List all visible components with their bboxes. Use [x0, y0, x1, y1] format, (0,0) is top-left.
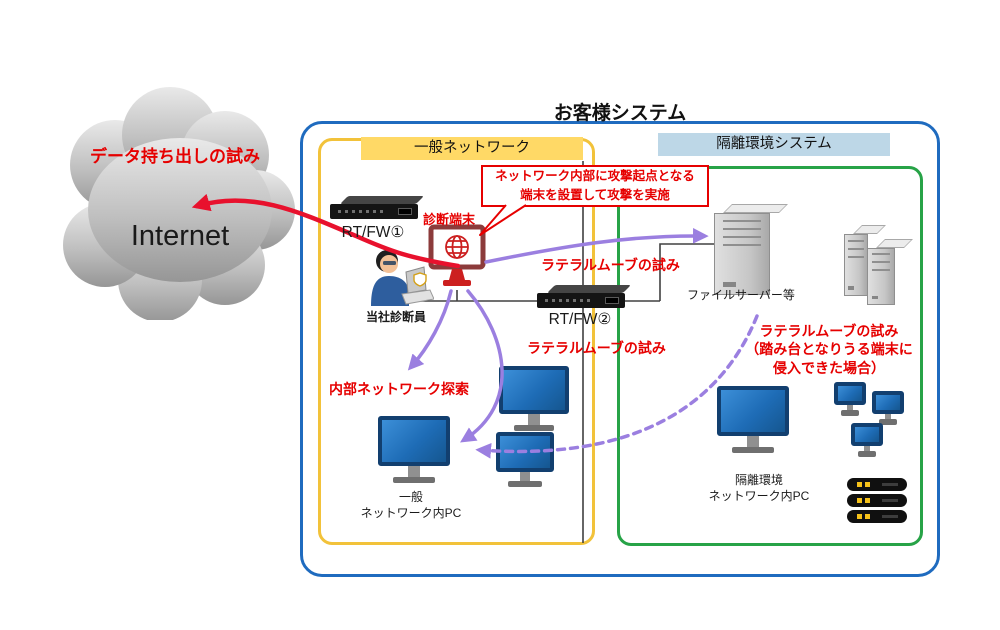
- rtfw1-label: RT/FW①: [341, 224, 405, 241]
- customer-system-box: [300, 121, 940, 577]
- shield-icon: [413, 272, 427, 287]
- terminal-stand-base: [443, 280, 471, 286]
- monitor-neck: [520, 472, 530, 481]
- internet-cloud: [63, 87, 295, 320]
- server-drop-line: [659, 243, 714, 301]
- monitor-base: [393, 477, 435, 483]
- general-pc-monitor-1: [499, 366, 569, 431]
- isolated-system-box: [617, 166, 923, 546]
- laptop-base: [401, 289, 434, 305]
- attack-callout-box: ネットワーク内部に攻撃起点となる 端末を設置して攻撃を実施: [481, 165, 709, 207]
- arrow-data-exfiltration: [191, 193, 461, 269]
- cloud-shape: [63, 87, 295, 320]
- monitor-screen: [717, 386, 789, 436]
- isolated-pc-label-line1: 隔離環境: [734, 473, 783, 487]
- monitor-neck: [528, 414, 540, 425]
- general-pc-monitor-3: [378, 416, 450, 483]
- monitor-neck: [407, 466, 421, 477]
- diag-terminal-label: 診断端末: [423, 212, 476, 227]
- isolated-pc-cluster-monitor-1: [834, 382, 866, 417]
- monitor-screen: [834, 382, 866, 405]
- monitor-screen: [851, 423, 883, 446]
- lateral-move-right-line2: （踏み台となりうる端末に: [745, 341, 913, 358]
- isolated-system-header: 隔離環境システム: [658, 133, 890, 156]
- rtfw2-front-face: [537, 293, 625, 308]
- diagnostician-icon: [371, 250, 434, 306]
- monitor-base: [508, 480, 542, 487]
- globe-icon: [445, 235, 469, 259]
- rtfw1-icon: [330, 196, 424, 221]
- arrow-lateral-move-to-file-server: [484, 227, 709, 264]
- arrow-internal-network-scan: [407, 289, 453, 371]
- monitor-screen: [499, 366, 569, 414]
- rack-servers-icon: [847, 478, 907, 526]
- lateral-move-top-label: ラテラルムーブの試み: [541, 257, 680, 273]
- monitor-base: [513, 424, 555, 431]
- rtfw1-front-face: [330, 204, 418, 219]
- monitor-neck: [864, 446, 870, 452]
- lateral-move-right-line1: ラテラルムーブの試み: [759, 323, 899, 339]
- monitor-base: [857, 451, 877, 458]
- person-glasses: [383, 261, 396, 265]
- arrow-lateral-move-dashed: [475, 314, 759, 459]
- file-server-label: ファイルサーバー等: [687, 288, 795, 302]
- general-pc-label-line1: 一般: [398, 490, 423, 504]
- arrow-lateral-move-to-pcs: [460, 289, 504, 443]
- monitor-base: [840, 410, 860, 417]
- rack-server-unit: [847, 494, 907, 507]
- monitor-neck: [746, 436, 760, 447]
- monitor-screen: [378, 416, 450, 466]
- isolated-pc-label-line2: ネットワーク内PC: [708, 489, 810, 504]
- data-exfiltration-label: データ持ち出しの試み: [90, 147, 260, 166]
- lateral-move-right-label: ラテラルムーブの試み （踏み台となりうる端末に 侵入できた場合）: [723, 322, 935, 377]
- rack-server-unit: [847, 478, 907, 491]
- internet-label: Internet: [130, 220, 230, 252]
- customer-system-title: お客様システム: [553, 103, 687, 124]
- callout-line2: 端末を設置して攻撃を実施: [520, 188, 670, 202]
- general-pc-label: 一般 ネットワーク内PC: [341, 489, 481, 521]
- isolated-pc-monitor: [717, 386, 789, 453]
- secondary-server-icon-2: [867, 239, 913, 305]
- rtfw2-icon: [537, 285, 631, 310]
- callout-line1: ネットワーク内部に攻撃起点となる: [495, 168, 695, 183]
- isolated-pc-cluster-monitor-2: [872, 391, 904, 426]
- lateral-move-mid-label: ラテラルムーブの試み: [527, 340, 666, 356]
- monitor-neck: [885, 414, 891, 420]
- general-network-header: 一般ネットワーク: [361, 137, 583, 160]
- secondary-server-2-front: [867, 248, 895, 305]
- diagnostician-label: 当社診断員: [365, 310, 426, 324]
- file-server-front-face: [714, 213, 770, 295]
- lateral-move-right-line3: 侵入できた場合）: [773, 359, 885, 376]
- monitor-base: [878, 419, 898, 426]
- rack-server-unit: [847, 510, 907, 523]
- secondary-server-1-front: [844, 234, 868, 296]
- monitor-base: [732, 447, 774, 453]
- monitor-screen: [872, 391, 904, 414]
- terminal-stand-neck: [449, 269, 465, 280]
- person-torso: [371, 276, 409, 306]
- rtfw2-label: RT/FW②: [548, 311, 612, 328]
- secondary-server-icon-1: [844, 225, 886, 296]
- file-server-icon: [714, 204, 788, 295]
- isolated-pc-label: 隔離環境 ネットワーク内PC: [694, 472, 824, 504]
- general-pc-label-line2: ネットワーク内PC: [360, 506, 462, 521]
- callout-tail: [479, 204, 527, 236]
- internal-scan-label: 内部ネットワーク探索: [329, 381, 469, 397]
- monitor-neck: [847, 405, 853, 411]
- isolated-pc-cluster-monitor-3: [851, 423, 883, 458]
